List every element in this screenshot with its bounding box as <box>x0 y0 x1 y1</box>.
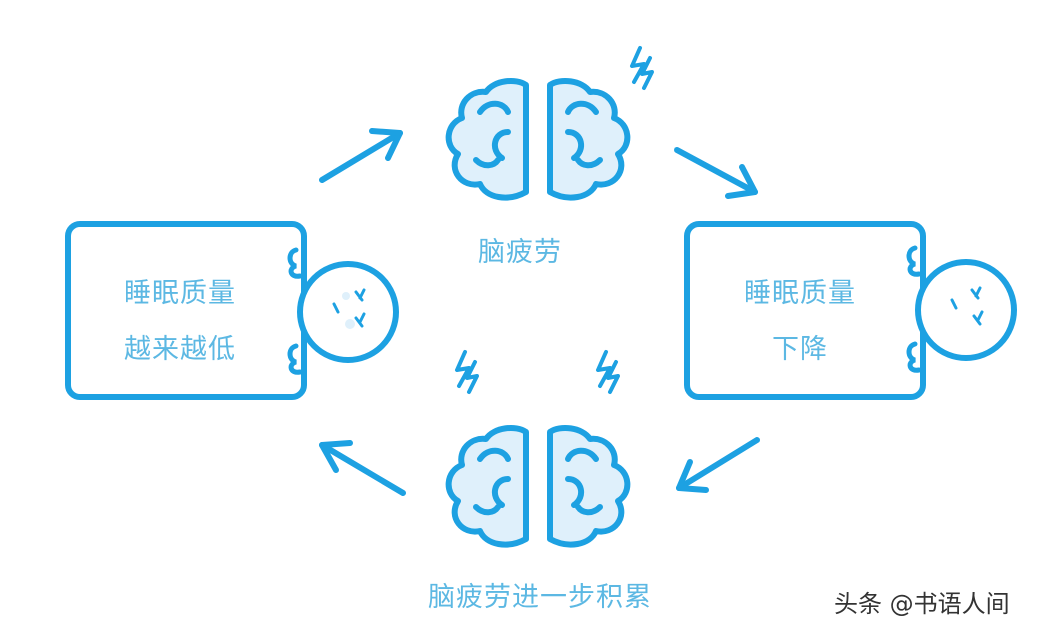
right-sleeper-icon <box>684 221 1017 400</box>
top-node-label: 脑疲劳 <box>478 237 562 268</box>
left-sleeper-icon <box>65 221 399 400</box>
right-box-line-2: 下降 <box>772 334 828 365</box>
right-box-line-1: 睡眠质量 <box>744 278 856 309</box>
watermark-text: 头条 @书语人间 <box>834 590 1010 618</box>
left-box-line-1: 睡眠质量 <box>124 278 236 309</box>
arrow-top-left <box>319 128 403 183</box>
bottom-brain-icon <box>449 428 628 545</box>
bottom-lightning-right-icon <box>596 350 620 394</box>
left-box-line-2: 越来越低 <box>124 334 236 365</box>
bottom-node-label: 脑疲劳进一步积累 <box>428 582 652 613</box>
bottom-lightning-left-icon <box>455 350 479 394</box>
arrow-top-right <box>674 147 758 199</box>
arrow-bottom-right <box>676 437 760 493</box>
top-lightning-icon <box>630 46 654 90</box>
top-brain-icon <box>449 81 628 198</box>
arrow-bottom-left <box>319 440 406 496</box>
